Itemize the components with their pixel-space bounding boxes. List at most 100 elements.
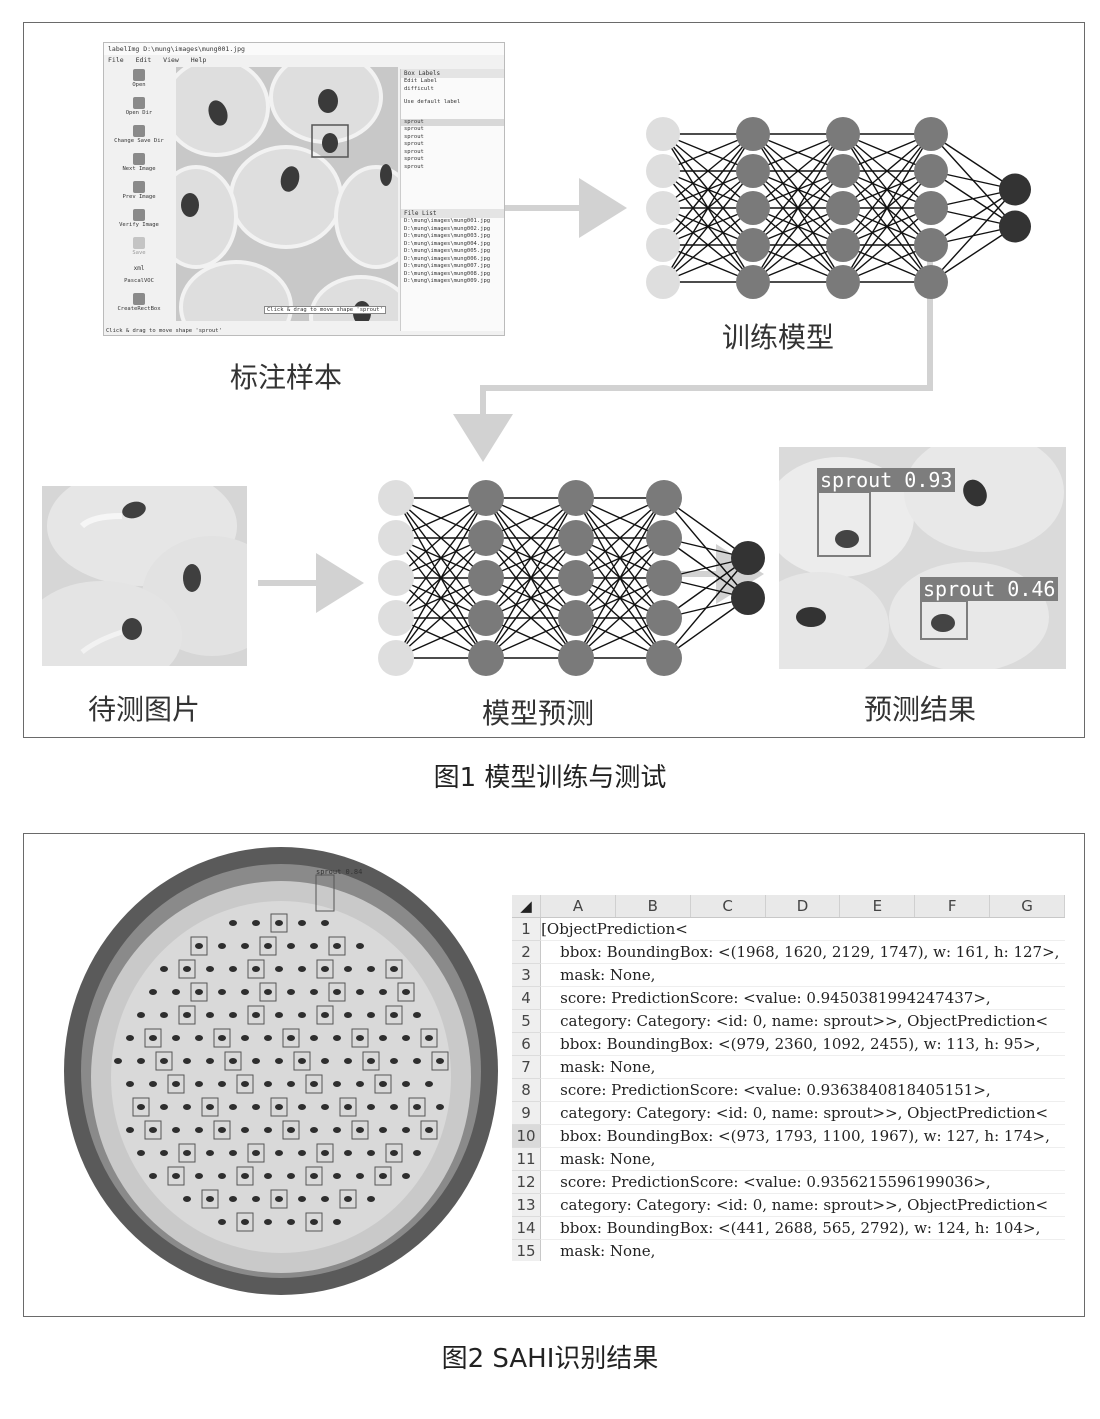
seed (172, 1081, 180, 1087)
seed (287, 1127, 295, 1133)
seed (275, 1012, 283, 1018)
seed (321, 920, 329, 926)
seed (287, 1219, 295, 1225)
row-number: 3 (512, 964, 541, 987)
seed (413, 1058, 421, 1064)
row-number: 10 (512, 1125, 541, 1148)
network-node (914, 265, 948, 299)
petri-dish-image: sprout 0.84 (62, 845, 500, 1297)
seed (195, 1173, 203, 1179)
network-node (736, 265, 770, 299)
detection-box (817, 491, 871, 557)
seed (218, 1081, 226, 1087)
seed (390, 1104, 398, 1110)
network-node (468, 640, 504, 676)
train-model-label: 训练模型 (722, 316, 834, 356)
table-cell: mask: None, (541, 964, 1065, 987)
seed (333, 1219, 341, 1225)
seed (206, 966, 214, 972)
table-row: 14 bbox: BoundingBox: <(441, 2688, 565, … (512, 1217, 1065, 1240)
seed (183, 1104, 191, 1110)
table-row: 8 score: PredictionScore: <value: 0.9363… (512, 1079, 1065, 1102)
row-number: 7 (512, 1056, 541, 1079)
table-cell: category: Category: <id: 0, name: sprout… (541, 1010, 1065, 1033)
seed (344, 1150, 352, 1156)
seed (229, 1104, 237, 1110)
network-node (826, 117, 860, 151)
seed (298, 1058, 306, 1064)
network-node (736, 228, 770, 262)
row-number: 8 (512, 1079, 541, 1102)
seed (218, 1035, 226, 1041)
seed (321, 1196, 329, 1202)
detection-label: sprout 0.93 (817, 468, 955, 492)
seed (241, 1127, 249, 1133)
seed (321, 966, 329, 972)
network-node (468, 600, 504, 636)
figure-2-caption: 图2 SAHI识别结果 (0, 1338, 1100, 1375)
seed (287, 943, 295, 949)
seed (298, 966, 306, 972)
seed (218, 989, 226, 995)
detection-box (920, 600, 968, 640)
seed (264, 1035, 272, 1041)
seed (252, 1150, 260, 1156)
seed (356, 989, 364, 995)
column-header: E (840, 895, 915, 918)
seed (149, 989, 157, 995)
table-row: 15 mask: None, (512, 1240, 1065, 1262)
seed (333, 989, 341, 995)
network-node (646, 117, 680, 151)
seed (206, 1150, 214, 1156)
seed (275, 1196, 283, 1202)
seed (310, 1219, 318, 1225)
dish-top-detection-label: sprout 0.84 (316, 868, 362, 876)
network-node (731, 581, 765, 615)
seed (321, 1058, 329, 1064)
seed (126, 1035, 134, 1041)
row-number: 13 (512, 1194, 541, 1217)
network-node (736, 154, 770, 188)
table-cell: bbox: BoundingBox: <(973, 1793, 1100, 19… (541, 1125, 1065, 1148)
seed (195, 1035, 203, 1041)
network-node (999, 174, 1031, 206)
test-image-photo (42, 486, 247, 666)
sheet-corner: ◢ (512, 895, 541, 918)
seed (137, 1058, 145, 1064)
test-image (42, 486, 247, 666)
network-node (378, 520, 414, 556)
network-node (558, 640, 594, 676)
seed (160, 966, 168, 972)
table-row: 4 score: PredictionScore: <value: 0.9450… (512, 987, 1065, 1010)
seed (126, 1127, 134, 1133)
table-row: 9 category: Category: <id: 0, name: spro… (512, 1102, 1065, 1125)
petri-dish-photo: sprout 0.84 (62, 845, 500, 1297)
table-cell: bbox: BoundingBox: <(441, 2688, 565, 279… (541, 1217, 1065, 1240)
seed (252, 966, 260, 972)
seed (367, 966, 375, 972)
network-node (731, 541, 765, 575)
network-node (378, 480, 414, 516)
seed (252, 1196, 260, 1202)
seed (160, 1012, 168, 1018)
seed (310, 1127, 318, 1133)
network-node (646, 520, 682, 556)
table-cell: category: Category: <id: 0, name: sprout… (541, 1194, 1065, 1217)
seed (356, 1173, 364, 1179)
prediction-network (378, 480, 765, 676)
table-row: 2 bbox: BoundingBox: <(1968, 1620, 2129,… (512, 941, 1065, 964)
seed (241, 1173, 249, 1179)
seed (160, 1150, 168, 1156)
table-row: 7 mask: None, (512, 1056, 1065, 1079)
seed (229, 1196, 237, 1202)
column-header: C (690, 895, 765, 918)
network-node (914, 191, 948, 225)
network-node (646, 600, 682, 636)
seed (229, 1058, 237, 1064)
seed (229, 1012, 237, 1018)
seed (252, 1058, 260, 1064)
seed (367, 1104, 375, 1110)
row-number: 5 (512, 1010, 541, 1033)
seed (413, 1150, 421, 1156)
seed (275, 1150, 283, 1156)
